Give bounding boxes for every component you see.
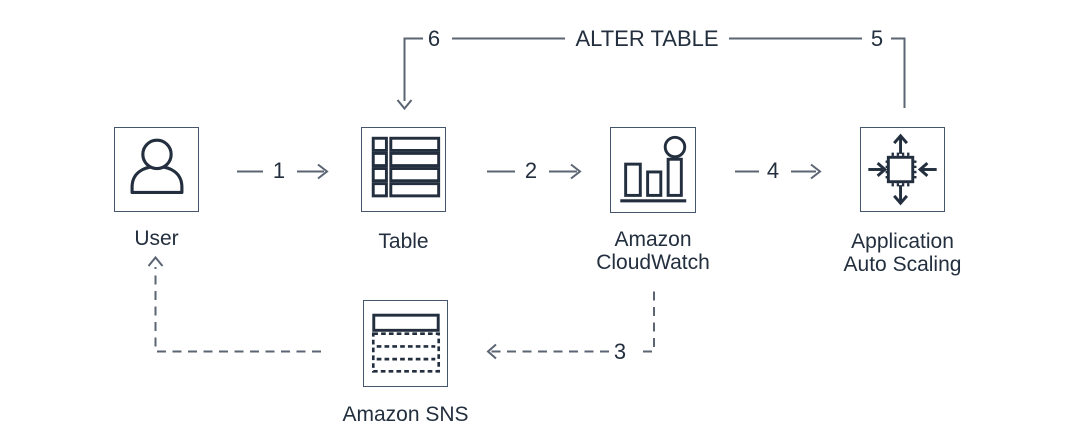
auto-scaling-icon xyxy=(868,133,937,206)
edge-4-arrow xyxy=(735,163,822,180)
sns-box xyxy=(363,300,448,387)
user-icon xyxy=(130,138,184,195)
arrowhead-right-icon xyxy=(570,163,582,180)
edge-2-arrow xyxy=(487,163,582,180)
arrow-down-icon xyxy=(893,194,909,206)
arrow-right-icon xyxy=(876,162,888,177)
arrow-left-icon xyxy=(917,162,929,177)
arrowhead-right-icon xyxy=(810,163,822,180)
arrow-up-icon xyxy=(893,133,909,145)
table-icon xyxy=(371,136,441,198)
arrowhead-left-icon xyxy=(486,343,497,360)
edge-3-label: 3 xyxy=(613,339,627,364)
cloudwatch-label: Amazon CloudWatch xyxy=(596,228,710,274)
cloudwatch-box xyxy=(610,127,696,213)
auto-scaling-box xyxy=(860,127,945,212)
table-box xyxy=(361,127,446,212)
edge-sns-user-dashed-arrow xyxy=(147,255,321,353)
user-label: User xyxy=(134,227,179,250)
edge-3-dashed-arrow xyxy=(486,291,655,360)
auto-scaling-label: Application Auto Scaling xyxy=(843,230,962,276)
alter-table-label: ALTER TABLE xyxy=(575,26,719,51)
edge-6-label: 6 xyxy=(427,26,441,51)
arrowhead-right-icon xyxy=(317,163,329,180)
arrowhead-up-icon xyxy=(147,255,164,267)
edge-5-label: 5 xyxy=(870,26,884,51)
sns-icon xyxy=(371,313,441,373)
edge-1-label: 1 xyxy=(272,158,286,183)
table-label: Table xyxy=(378,230,429,253)
user-box xyxy=(114,127,199,212)
edge-2-label: 2 xyxy=(524,158,538,183)
cloudwatch-icon xyxy=(620,135,687,203)
arrowhead-down-icon xyxy=(396,99,413,111)
edge-4-label: 4 xyxy=(766,158,780,183)
edge-1-arrow xyxy=(237,163,329,180)
sns-label: Amazon SNS xyxy=(342,403,469,426)
alter-table-bus-lines xyxy=(396,37,906,111)
